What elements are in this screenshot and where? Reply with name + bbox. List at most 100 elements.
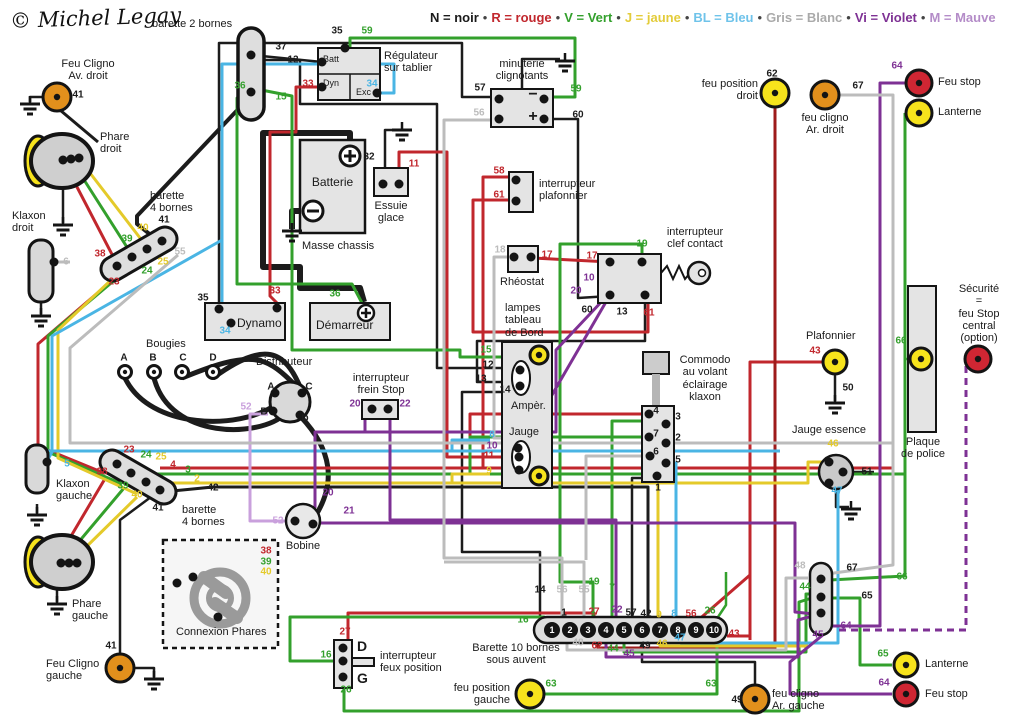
- terminal-dot: [290, 516, 300, 526]
- feu-position-droit-label: feu position droit: [701, 78, 758, 103]
- interrupteur-feux-label: interrupteur feux position: [380, 650, 442, 675]
- regulateur-box: [317, 47, 381, 101]
- wire-number: 60: [581, 304, 593, 316]
- wire-number: 65: [861, 590, 873, 602]
- terminal-dot: [214, 304, 224, 314]
- wire-number: 46: [827, 438, 839, 450]
- wire: [558, 242, 644, 622]
- wire-number: 44: [799, 581, 811, 593]
- bougie-plug-dot: [179, 369, 185, 375]
- wire-number: 8: [489, 429, 495, 441]
- terminal-dot: [338, 672, 348, 682]
- wire-number: 61: [643, 307, 655, 319]
- wire-number: 23: [108, 276, 120, 288]
- feu-cligno-gauche-label: Feu Cligno gauche: [46, 658, 100, 683]
- tableau-lamp-haut-dot: [535, 351, 543, 359]
- barette10-terminal-number: 1: [549, 625, 554, 635]
- terminal-dot: [824, 478, 834, 488]
- wire: [211, 351, 304, 390]
- lanterne-haut-droit-lamp-dot: [915, 109, 923, 117]
- legend-item-n: N = noir: [430, 10, 479, 25]
- wire: [481, 175, 510, 468]
- phare-gauche-shape: [23, 533, 95, 591]
- wire: [832, 81, 905, 628]
- wire-number: 42: [640, 608, 652, 620]
- feu-cligno-gauche-lamp-dot: [116, 664, 124, 672]
- barette10-terminal-1: [544, 622, 560, 638]
- wire-number: 63: [545, 678, 557, 690]
- terminal-dot: [515, 365, 525, 375]
- wire-number: 19: [588, 576, 600, 588]
- wire-number: 17: [541, 249, 553, 261]
- bobine-label: Bobine: [285, 540, 321, 552]
- wire-number: 58: [493, 165, 505, 177]
- wire: [299, 415, 331, 517]
- wire-number: 4: [653, 405, 659, 417]
- wire: [217, 41, 495, 308]
- wire-number: 21: [343, 505, 355, 517]
- wire-number: 2: [194, 473, 200, 485]
- wire-number: 43: [728, 628, 740, 640]
- wire-number: B: [149, 352, 157, 364]
- wire-number: 65: [877, 648, 889, 660]
- wire: [695, 573, 751, 624]
- wire-number: 9: [656, 609, 662, 621]
- terminal-dot: [66, 154, 76, 164]
- wire-number: D: [209, 352, 217, 364]
- feu-position-droit-lamp-dot: [771, 89, 779, 97]
- barette10-terminal-4: [598, 622, 614, 638]
- terminal-dot: [340, 43, 350, 53]
- wire-number: 14: [534, 584, 546, 596]
- wire-number: 49: [731, 694, 743, 706]
- plaque-police-label: Plaque de police: [900, 436, 946, 461]
- wire: [492, 255, 512, 440]
- feu-stop-bas-droit-lamp-dot: [902, 690, 910, 698]
- wire-number: 20: [570, 285, 582, 297]
- wire-number: 22: [611, 604, 623, 616]
- barette4-haut-label: barette 4 bornes: [150, 190, 193, 215]
- wire: [220, 62, 396, 303]
- terminal-dot: [246, 50, 256, 60]
- terminal-dot: [824, 457, 834, 467]
- wire: [460, 390, 542, 624]
- terminal-dot: [494, 114, 504, 124]
- wire: [348, 36, 577, 99]
- wire-number: 63: [705, 678, 717, 690]
- terminal-dot: [644, 432, 654, 442]
- legend-item-j: J = jaune: [624, 10, 681, 25]
- wire-number: D: [301, 413, 309, 425]
- wire-number: B: [260, 406, 268, 418]
- terminal-dot: [511, 175, 521, 185]
- feu-cligno-ar-droit-label: feu cligno Ar. droit: [801, 112, 849, 137]
- terminal-dot: [637, 257, 647, 267]
- terminal-dot: [272, 303, 282, 313]
- lanterne-bas-droit-label: Lanterne: [925, 658, 969, 670]
- wire: [363, 296, 607, 434]
- wire-number: 18: [494, 244, 506, 256]
- wire-number: 38: [94, 248, 106, 260]
- wire-number: 12: [482, 359, 494, 371]
- wire: [313, 430, 365, 508]
- lanterne-bas-droit-lamp-dot: [902, 661, 910, 669]
- klaxon-droit-shape: [27, 238, 55, 304]
- wire-number: 44: [607, 643, 619, 655]
- barette10-terminal-number: 7: [657, 625, 662, 635]
- wire-number: 16: [517, 614, 529, 626]
- wire-number: 11: [408, 158, 420, 170]
- feu-stop-bas-droit-label: Feu stop: [925, 688, 968, 700]
- terminal-dot: [367, 404, 377, 414]
- lampes-tableau-label: lampes tableau de Bord: [505, 302, 544, 339]
- wire-number: 56: [685, 608, 697, 620]
- wire-number: 57: [474, 82, 486, 94]
- terminal-dot: [605, 257, 615, 267]
- barette10-terminal-number: 6: [639, 625, 644, 635]
- wire-number: 1: [655, 482, 661, 494]
- wire-number: 41: [72, 89, 84, 101]
- demarreur-label: Démarreur: [316, 318, 374, 332]
- wire-number: 32: [363, 151, 375, 163]
- securite-lamp-dot: [974, 355, 982, 363]
- wire-number: 50: [842, 382, 854, 394]
- wire-number: 7: [653, 428, 659, 440]
- wire-number: 52: [272, 515, 284, 527]
